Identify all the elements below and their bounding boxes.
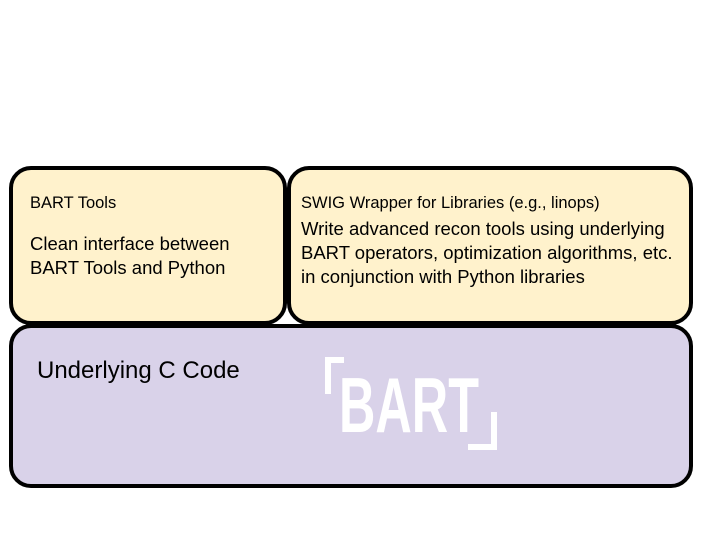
svg-text:BART: BART (339, 361, 479, 449)
bart-tools-title: BART Tools (30, 194, 117, 212)
swig-wrapper-box: SWIG Wrapper for Libraries (e.g., linops… (287, 166, 693, 325)
bart-logo-icon: BART (325, 357, 497, 450)
bart-tools-box: BART Tools Clean interface between BART … (9, 166, 287, 325)
bart-tools-description: Clean interface between BART Tools and P… (30, 233, 230, 278)
underlying-c-code-label: Underlying C Code (37, 357, 240, 384)
swig-wrapper-description: Write advanced recon tools using underly… (301, 218, 673, 287)
underlying-c-code-box: Underlying C Code BART (9, 324, 693, 488)
swig-wrapper-title: SWIG Wrapper for Libraries (e.g., linops… (301, 194, 600, 212)
